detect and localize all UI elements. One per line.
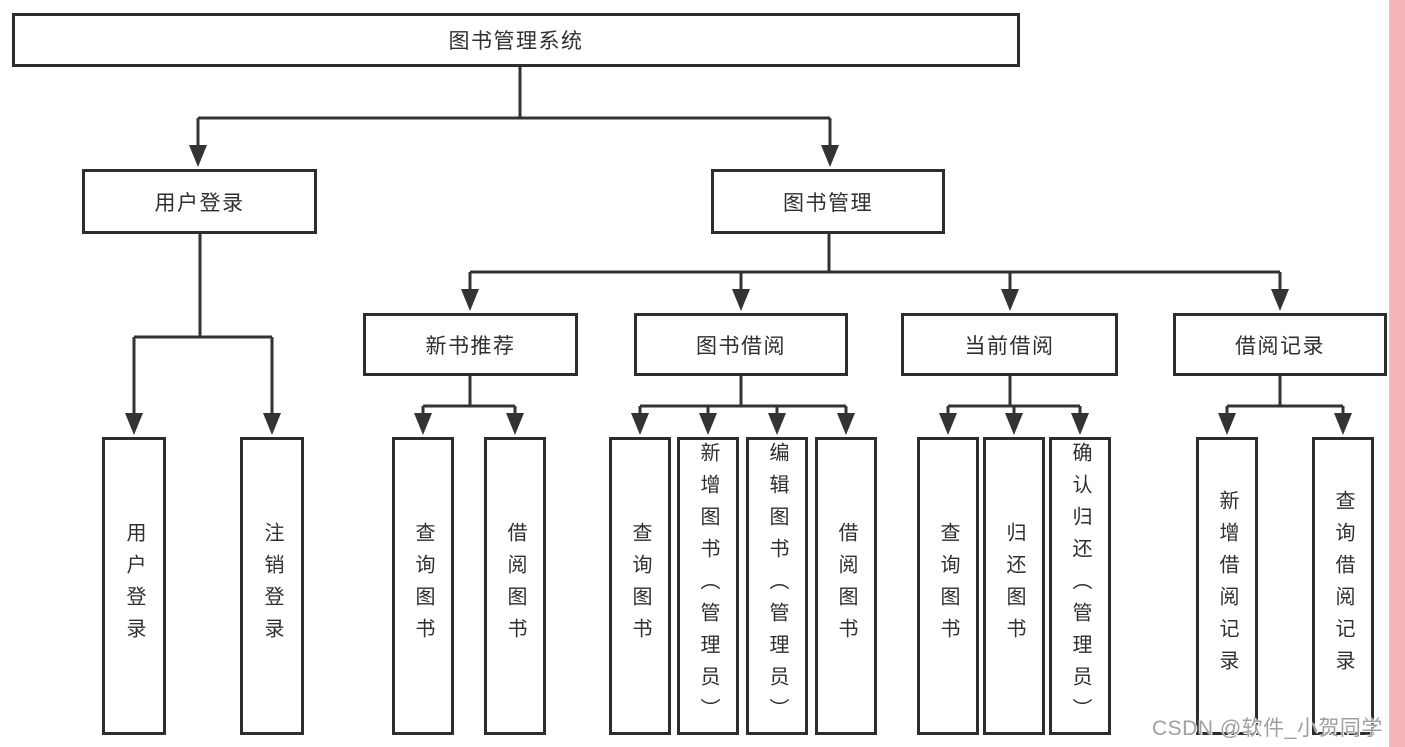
leaf-user-login: 用户登录 [102,437,166,735]
node-new-book-recommend: 新书推荐 [363,313,578,376]
node-book-borrowing: 图书借阅 [634,313,848,376]
connector-root-to-level2 [189,67,839,167]
node-borrowing-records: 借阅记录 [1173,313,1387,376]
node-label: 图书管理 [783,191,873,215]
node-label: 新增借阅记录 [1216,490,1238,682]
node-label: 用户登录 [154,191,245,215]
node-label: 借阅图书 [504,522,526,650]
leaf-logout: 注销登录 [240,437,304,735]
leaf-add-borrow-record: 新增借阅记录 [1196,437,1258,735]
node-label: 当前借阅 [964,334,1055,358]
node-label: 图书管理系统 [448,30,584,53]
leaf-query-borrow-record: 查询借阅记录 [1312,437,1374,735]
leaf-return-books: 归还图书 [983,437,1045,735]
connector-currentborrow-to-leaves [939,376,1089,435]
node-label: 注销登录 [261,522,283,650]
node-book-management: 图书管理 [711,169,945,234]
node-label: 查询图书 [412,522,434,650]
connector-newbooks-to-leaves [414,376,524,435]
leaf-query-books-recommend: 查询图书 [392,437,454,735]
node-label: 新增图书（管理员） [697,442,719,730]
node-label: 图书借阅 [696,334,786,358]
node-label: 借阅图书 [835,522,857,650]
csdn-watermark: CSDN @软件_小贺同学 [1152,717,1383,740]
leaf-edit-books-admin: 编辑图书（管理员） [746,437,808,735]
leaf-add-books-admin: 新增图书（管理员） [677,437,739,735]
leaf-confirm-return-admin: 确认归还（管理员） [1049,437,1111,735]
node-label: 确认归还（管理员） [1069,442,1091,730]
connector-records-to-leaves [1218,376,1352,435]
leaf-borrow-books: 借阅图书 [815,437,877,735]
connector-bookborrow-to-leaves [631,376,855,435]
node-label: 借阅记录 [1235,334,1325,358]
connector-userlogin-to-leaves [125,234,281,435]
node-label: 查询图书 [937,522,959,650]
node-current-borrowing: 当前借阅 [901,313,1118,376]
node-user-login: 用户登录 [82,169,317,234]
node-root-system: 图书管理系统 [12,13,1020,67]
node-label: 查询图书 [629,522,651,650]
node-label: 新书推荐 [425,334,516,358]
node-label: 查询借阅记录 [1332,490,1354,682]
node-label: 归还图书 [1003,522,1025,650]
node-label: 编辑图书（管理员） [766,442,788,730]
node-label: 用户登录 [123,522,145,650]
connector-bookmgmt-to-level3 [461,234,1289,311]
leaf-query-books-current: 查询图书 [917,437,979,735]
right-edge-strip [1389,0,1405,747]
leaf-borrow-books-recommend: 借阅图书 [484,437,546,735]
leaf-query-books: 查询图书 [609,437,671,735]
